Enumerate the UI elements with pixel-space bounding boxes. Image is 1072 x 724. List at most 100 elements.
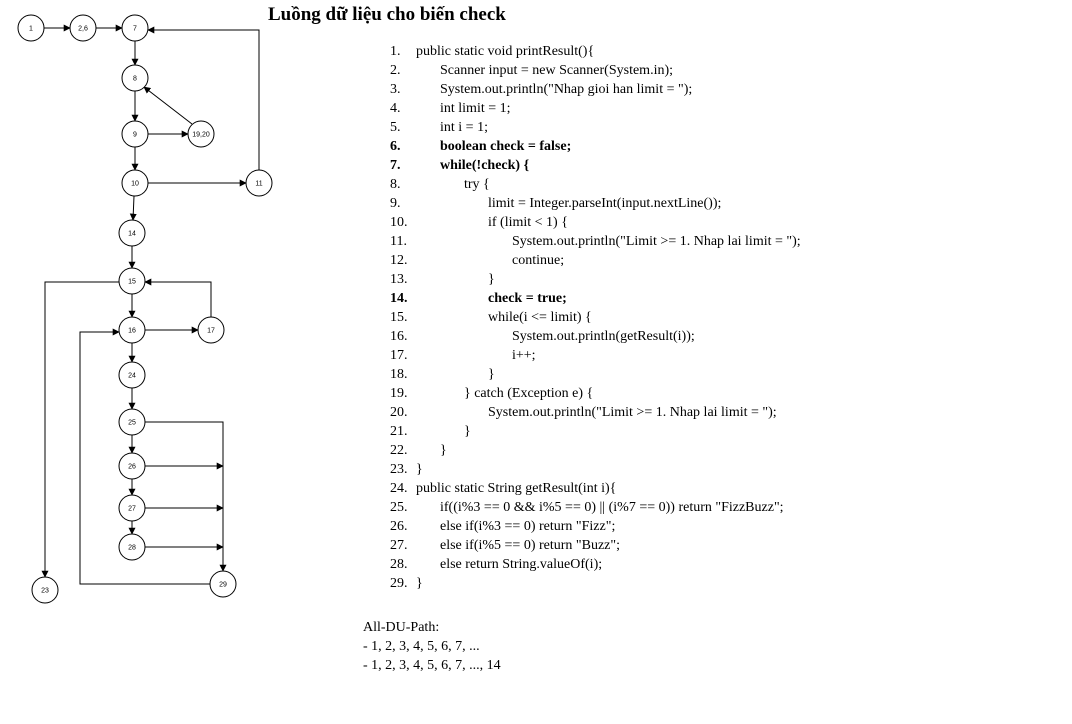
graph-node: 27 bbox=[118, 494, 146, 522]
node-label: 11 bbox=[255, 181, 262, 188]
node-label: 10 bbox=[131, 181, 139, 188]
node-circle bbox=[187, 120, 215, 148]
node-label: 14 bbox=[128, 231, 136, 238]
node-circle bbox=[121, 64, 149, 92]
code-text: int i = 1; bbox=[440, 120, 488, 135]
graph-node: 1 bbox=[17, 14, 45, 42]
line-number: 10. bbox=[390, 215, 408, 230]
code-text: else return String.valueOf(i); bbox=[440, 557, 603, 572]
line-number: 23. bbox=[390, 462, 408, 477]
code-text: System.out.println(getResult(i)); bbox=[512, 329, 695, 344]
code-text: boolean check = false; bbox=[440, 139, 572, 154]
line-number: 6. bbox=[390, 139, 401, 154]
code-text: } bbox=[488, 367, 495, 382]
line-number: 13. bbox=[390, 272, 408, 287]
code-text: } catch (Exception e) { bbox=[464, 386, 594, 401]
node-circle bbox=[118, 494, 146, 522]
du-path-item: - 1, 2, 3, 4, 5, 6, 7, ... bbox=[363, 639, 480, 654]
code-text: continue; bbox=[512, 253, 565, 268]
node-circle bbox=[197, 316, 225, 344]
graph-node: 24 bbox=[118, 361, 146, 389]
code-text: public static void printResult(){ bbox=[416, 44, 595, 59]
graph-edge bbox=[143, 86, 193, 125]
line-number: 28. bbox=[390, 557, 408, 572]
node-label: 17 bbox=[207, 328, 215, 335]
graph-node: 10 bbox=[121, 169, 149, 197]
node-label: 1 bbox=[29, 26, 33, 33]
code-text: } bbox=[488, 272, 495, 287]
graph-edge bbox=[41, 281, 119, 578]
code-text: Scanner input = new Scanner(System.in); bbox=[440, 63, 674, 78]
node-circle bbox=[209, 570, 237, 598]
graph-node: 8 bbox=[121, 64, 149, 92]
graph-node: 7 bbox=[121, 14, 149, 42]
node-label: 15 bbox=[128, 279, 136, 286]
node-label: 9 bbox=[133, 132, 137, 139]
node-circle bbox=[118, 267, 146, 295]
graph-node: 11 bbox=[245, 169, 273, 197]
graph-node: 14 bbox=[118, 219, 146, 247]
code-text: while(i <= limit) { bbox=[488, 310, 592, 325]
node-label: 24 bbox=[128, 373, 136, 380]
line-number: 7. bbox=[390, 158, 401, 173]
line-number: 11. bbox=[390, 234, 407, 249]
code-text: try { bbox=[464, 177, 490, 192]
line-number: 16. bbox=[390, 329, 408, 344]
code-text: while(!check) { bbox=[440, 158, 530, 173]
node-circle bbox=[118, 316, 146, 344]
line-number: 29. bbox=[390, 576, 408, 591]
line-number: 25. bbox=[390, 500, 408, 515]
node-label: 8 bbox=[133, 76, 137, 83]
code-text: System.out.println("Nhap gioi han limit … bbox=[440, 82, 693, 97]
line-number: 3. bbox=[390, 82, 401, 97]
node-label: 25 bbox=[128, 420, 136, 427]
line-number: 12. bbox=[390, 253, 408, 268]
line-number: 17. bbox=[390, 348, 408, 363]
code-text: if((i%3 == 0 && i%5 == 0) || (i%7 == 0))… bbox=[440, 500, 784, 515]
node-circle bbox=[121, 14, 149, 42]
node-circle bbox=[118, 452, 146, 480]
line-number: 2. bbox=[390, 63, 401, 78]
node-label: 2,6 bbox=[78, 26, 88, 33]
node-label: 29 bbox=[219, 582, 227, 589]
code-text: int limit = 1; bbox=[440, 101, 511, 116]
du-path-item: - 1, 2, 3, 4, 5, 6, 7, ..., 14 bbox=[363, 658, 501, 673]
du-path-heading: All-DU-Path: bbox=[363, 620, 440, 635]
code-text: check = true; bbox=[488, 291, 567, 306]
node-circle bbox=[69, 14, 97, 42]
code-text: limit = Integer.parseInt(input.nextLine(… bbox=[488, 196, 722, 211]
graph-node: 29 bbox=[209, 570, 237, 598]
node-label: 26 bbox=[128, 464, 136, 471]
graph-node: 16 bbox=[118, 316, 146, 344]
code-text: else if(i%5 == 0) return "Buzz"; bbox=[440, 538, 620, 553]
graph-node: 26 bbox=[118, 452, 146, 480]
code-text: else if(i%3 == 0) return "Fizz"; bbox=[440, 519, 616, 534]
line-number: 5. bbox=[390, 120, 401, 135]
du-path-section: All-DU-Path: - 1, 2, 3, 4, 5, 6, 7, ... … bbox=[363, 618, 501, 675]
node-circle bbox=[121, 120, 149, 148]
code-text: System.out.println("Limit >= 1. Nhap lai… bbox=[512, 234, 801, 249]
node-circle bbox=[121, 169, 149, 197]
line-number: 21. bbox=[390, 424, 408, 439]
graph-node: 15 bbox=[118, 267, 146, 295]
node-label: 28 bbox=[128, 545, 136, 552]
line-number: 8. bbox=[390, 177, 401, 192]
code-text: } bbox=[416, 576, 423, 591]
line-number: 4. bbox=[390, 101, 401, 116]
code-text: } bbox=[440, 443, 447, 458]
line-number: 22. bbox=[390, 443, 408, 458]
graph-edge bbox=[79, 328, 210, 585]
code-text: i++; bbox=[512, 348, 536, 363]
code-text: public static String getResult(int i){ bbox=[416, 481, 617, 496]
line-number: 9. bbox=[390, 196, 401, 211]
node-circle bbox=[118, 533, 146, 561]
graph-node: 25 bbox=[118, 408, 146, 436]
node-circle bbox=[118, 219, 146, 247]
node-circle bbox=[118, 408, 146, 436]
graph-edge bbox=[147, 26, 260, 170]
code-text: } bbox=[464, 424, 471, 439]
node-circle bbox=[17, 14, 45, 42]
line-number: 26. bbox=[390, 519, 408, 534]
line-number: 20. bbox=[390, 405, 408, 420]
